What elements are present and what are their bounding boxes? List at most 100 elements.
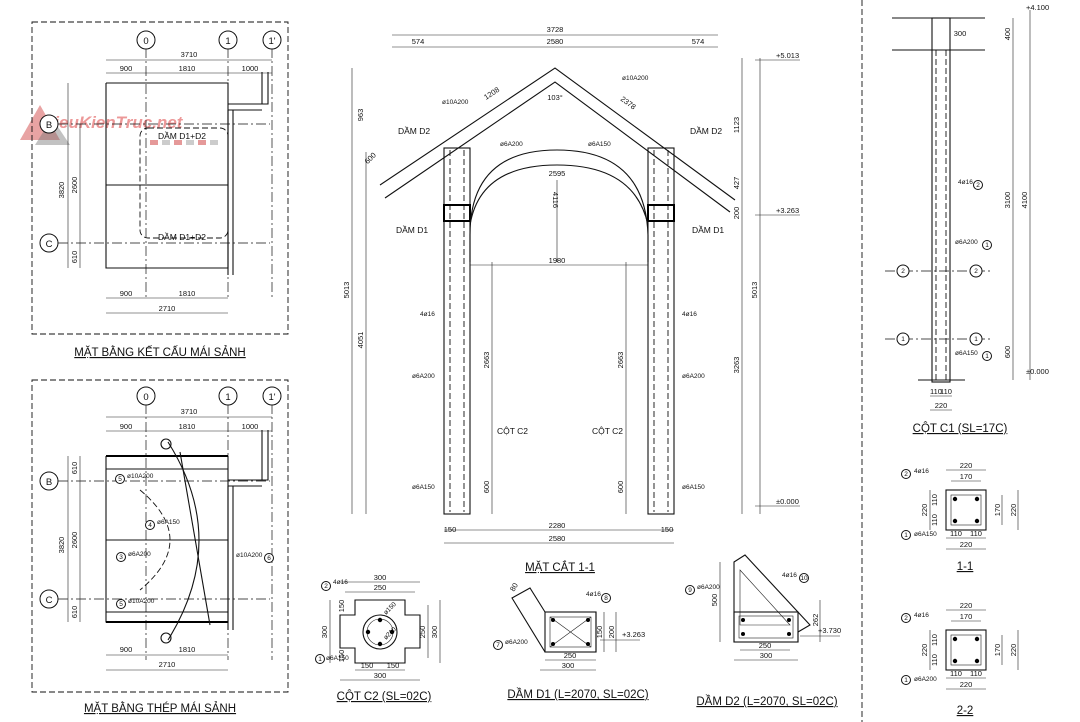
svg-text:2378: 2378 — [619, 94, 638, 111]
svg-text:2: 2 — [324, 583, 328, 590]
svg-text:250: 250 — [374, 583, 387, 592]
plan-structure-title: MẶT BẰNG KẾT CẤU MÁI SẢNH — [74, 346, 245, 359]
svg-text:1000: 1000 — [242, 422, 259, 431]
svg-text:150: 150 — [361, 661, 374, 670]
svg-text:+3.263: +3.263 — [776, 206, 799, 215]
column-c2-section: ø150 ø210 300 250 150 150 300 250 300 15… — [315, 573, 441, 681]
svg-text:220: 220 — [960, 540, 973, 549]
svg-text:9: 9 — [688, 587, 692, 594]
svg-text:963: 963 — [356, 109, 365, 122]
svg-text:110: 110 — [970, 669, 982, 678]
svg-text:7: 7 — [496, 642, 500, 649]
svg-text:2: 2 — [974, 268, 978, 275]
steel-axis-bubble-1p: 1' — [262, 386, 282, 406]
svg-text:1: 1 — [901, 336, 905, 343]
svg-text:2580: 2580 — [547, 37, 564, 46]
svg-text:110: 110 — [940, 387, 952, 396]
svg-text:2595: 2595 — [549, 169, 566, 178]
beam-d1-section: 80 150 200 250 300 +3.263 4ø16 8 7 ø6A20… — [493, 581, 645, 671]
column-c2-title: CỘT C2 (SL=02C) — [337, 690, 432, 703]
svg-text:4ø16: 4ø16 — [914, 612, 929, 619]
svg-text:600: 600 — [363, 151, 378, 166]
column-c1-title: CỘT C1 (SL=17C) — [913, 422, 1008, 435]
svg-text:170: 170 — [993, 504, 1002, 517]
plan-steel: 0 1 1' B C 3710 900 1810 1000 5 ø10A200 … — [31, 379, 289, 693]
svg-text:3263: 3263 — [732, 357, 741, 374]
svg-text:220: 220 — [1009, 504, 1018, 517]
svg-text:1: 1 — [985, 353, 989, 360]
beam-d2-title: DẦM D2 (L=2070, SL=02C) — [696, 695, 837, 708]
svg-text:170: 170 — [960, 472, 973, 481]
svg-text:4100: 4100 — [1020, 192, 1029, 209]
svg-text:4: 4 — [148, 522, 152, 529]
svg-text:427: 427 — [732, 177, 741, 190]
svg-text:110: 110 — [930, 387, 942, 396]
svg-text:2: 2 — [976, 182, 980, 189]
svg-text:4ø16: 4ø16 — [333, 579, 348, 586]
svg-text:300: 300 — [320, 626, 329, 639]
svg-text:+3.263: +3.263 — [622, 630, 645, 639]
svg-text:2710: 2710 — [159, 660, 176, 669]
svg-text:ø6A150: ø6A150 — [682, 484, 705, 491]
svg-text:1810: 1810 — [179, 422, 196, 431]
beam-d1-left: DẦM D1 — [396, 225, 428, 235]
svg-text:ø6A200: ø6A200 — [914, 676, 937, 683]
svg-text:1810: 1810 — [179, 289, 196, 298]
steel-axis-bubble-1: 1 — [218, 386, 238, 406]
svg-text:6: 6 — [267, 555, 271, 562]
svg-text:2663: 2663 — [482, 352, 491, 369]
svg-text:1: 1 — [904, 532, 908, 539]
svg-text:4ø16: 4ø16 — [420, 311, 435, 318]
svg-text:5: 5 — [119, 601, 123, 608]
svg-text:ø6A150: ø6A150 — [157, 519, 180, 526]
svg-text:ø10A200: ø10A200 — [127, 473, 154, 480]
section-c1-1-1: 220 170 110 110 220 170 220 110 110 220 … — [901, 461, 1019, 550]
svg-text:170: 170 — [960, 612, 973, 621]
svg-text:5013: 5013 — [342, 282, 351, 299]
svg-text:900: 900 — [120, 64, 133, 73]
svg-text:150: 150 — [337, 650, 346, 663]
svg-text:5: 5 — [118, 476, 122, 483]
section-c1-2-2-title: 2-2 — [957, 705, 974, 717]
axis-bubble-c: C — [39, 233, 59, 253]
svg-text:300: 300 — [954, 29, 967, 38]
svg-text:ø6A150: ø6A150 — [914, 531, 937, 538]
svg-text:110: 110 — [930, 494, 939, 506]
svg-text:4ø16: 4ø16 — [782, 572, 797, 579]
svg-text:1208: 1208 — [482, 85, 501, 102]
svg-text:300: 300 — [430, 626, 439, 639]
svg-text:2: 2 — [904, 615, 908, 622]
svg-text:2580: 2580 — [549, 534, 566, 543]
svg-text:3: 3 — [119, 554, 123, 561]
svg-text:150: 150 — [661, 525, 674, 534]
svg-text:3100: 3100 — [1003, 192, 1012, 209]
svg-text:4051: 4051 — [356, 332, 365, 349]
svg-text:574: 574 — [692, 37, 705, 46]
svg-text:150: 150 — [337, 600, 346, 613]
plan-steel-frame — [31, 379, 289, 693]
svg-text:900: 900 — [120, 289, 133, 298]
svg-text:110: 110 — [930, 634, 939, 646]
svg-text:220: 220 — [960, 461, 973, 470]
svg-text:ø6A200: ø6A200 — [697, 584, 720, 591]
svg-text:220: 220 — [1009, 644, 1018, 657]
svg-text:250: 250 — [759, 641, 772, 650]
svg-text:2600: 2600 — [70, 532, 79, 549]
svg-text:3710: 3710 — [181, 407, 198, 416]
svg-text:1': 1' — [268, 36, 275, 47]
svg-text:610: 610 — [70, 251, 79, 264]
svg-text:ø6A150: ø6A150 — [955, 350, 978, 357]
svg-text:574: 574 — [412, 37, 425, 46]
svg-text:1000: 1000 — [242, 64, 259, 73]
svg-text:4ø16: 4ø16 — [682, 311, 697, 318]
svg-text:103°: 103° — [547, 93, 563, 102]
svg-text:4ø16: 4ø16 — [958, 179, 973, 186]
svg-text:150: 150 — [387, 661, 400, 670]
svg-text:ø6A150: ø6A150 — [412, 484, 435, 491]
svg-text:1: 1 — [225, 392, 230, 403]
svg-text:B: B — [46, 120, 52, 131]
svg-text:ø10A200: ø10A200 — [236, 552, 263, 559]
svg-text:110: 110 — [950, 529, 962, 538]
svg-text:ø6A200: ø6A200 — [412, 373, 435, 380]
